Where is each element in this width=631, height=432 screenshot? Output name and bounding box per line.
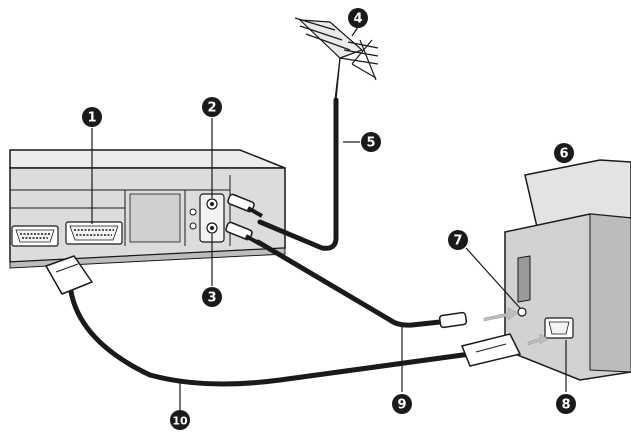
svg-text:9: 9 — [397, 398, 406, 413]
callout-4: 4 — [348, 8, 368, 28]
callout-8: 8 — [556, 394, 576, 414]
callout-9: 9 — [392, 394, 412, 414]
recorder-top — [9, 149, 286, 169]
svg-text:8: 8 — [561, 398, 570, 413]
tv-scart-socket — [544, 317, 574, 339]
tv-connector-recess — [517, 255, 531, 303]
aerial-cable — [257, 97, 339, 251]
callout-6: 6 — [554, 143, 574, 163]
arrow-to-aerial-socket — [483, 307, 519, 322]
svg-text:1: 1 — [87, 111, 96, 126]
svg-text:4: 4 — [353, 12, 362, 27]
svg-text:6: 6 — [559, 147, 568, 162]
scart-cable — [67, 282, 473, 387]
scart-plug-recorder — [44, 255, 94, 295]
rf-cable — [255, 239, 443, 328]
callout-3: 3 — [202, 287, 222, 307]
tv-side-panel — [589, 213, 631, 373]
aerial-antenna — [294, 17, 379, 101]
scart-plug-tv — [460, 333, 522, 367]
svg-text:3: 3 — [207, 291, 216, 306]
rf-plug-tv — [438, 311, 468, 329]
leader-lines — [91, 23, 567, 410]
svg-text:7: 7 — [453, 234, 462, 249]
callout-7: 7 — [448, 230, 468, 250]
scart-socket-av — [65, 221, 123, 245]
svg-text:10: 10 — [172, 415, 188, 428]
tv-aerial-socket — [517, 307, 527, 317]
recorder-recess — [129, 193, 181, 243]
rf-plug-in — [227, 193, 263, 218]
arrow-to-scart-socket — [527, 333, 549, 346]
callout-10: 10 — [170, 410, 190, 430]
callout-1: 1 — [82, 107, 102, 127]
callout-5: 5 — [361, 132, 381, 152]
television — [504, 159, 631, 381]
scart-socket-left — [11, 225, 59, 247]
callout-2: 2 — [202, 97, 222, 117]
svg-text:2: 2 — [207, 101, 216, 116]
svg-text:5: 5 — [366, 136, 375, 151]
connection-arrows — [483, 307, 549, 346]
recorder-unit — [9, 149, 286, 269]
